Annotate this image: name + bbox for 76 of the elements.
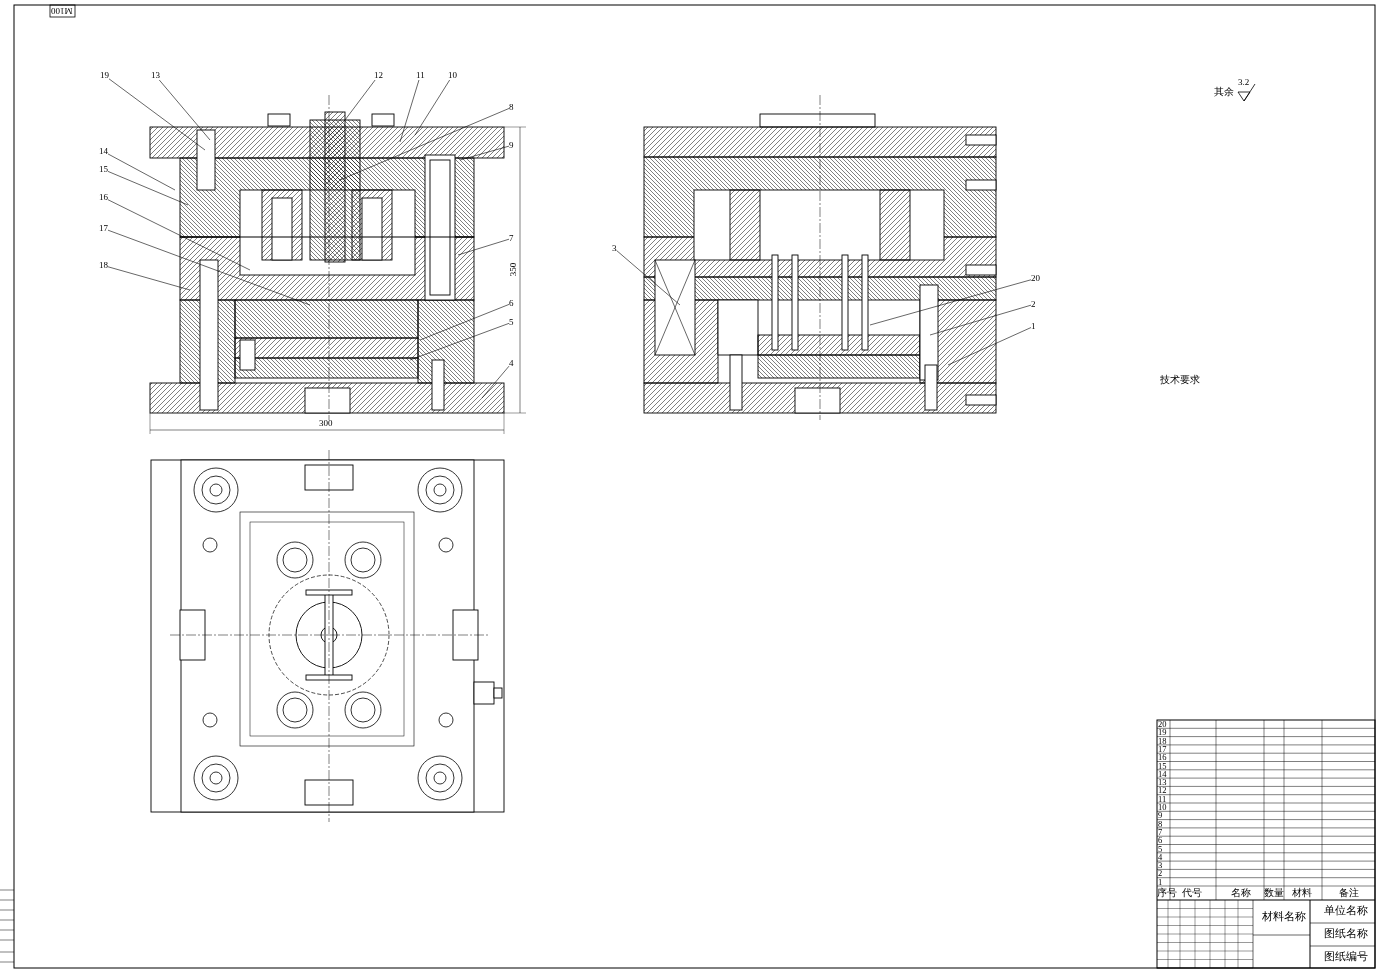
leader-line [399,79,420,143]
table-cell: 8 [1158,819,1163,829]
table-cell: 12 [1158,786,1167,795]
callout-number: 8 [509,103,514,112]
callout-number: 1 [1031,322,1036,331]
table-cell: 11 [1158,794,1167,804]
leader-line [159,79,211,141]
table-header: 代号 [1182,888,1202,898]
table-cell: 16 [1158,753,1167,762]
leader-line [457,238,510,256]
leader-line [869,279,1032,326]
table-cell: 6 [1158,836,1163,845]
table-cell: 17 [1158,744,1167,754]
drawing-number: M100 [51,6,73,15]
callout-number: 20 [1031,274,1040,283]
table-header: 备注 [1339,888,1359,898]
title-block-text: 材料名称 [1262,911,1306,922]
leader-line [481,365,510,399]
leader-line [107,153,176,191]
table-cell: 14 [1158,769,1167,779]
callout-number: 18 [99,261,108,270]
table-header: 数量 [1264,888,1284,898]
table-cell: 19 [1158,728,1167,737]
callout-number: 4 [509,359,514,368]
callout-number: 3 [612,244,617,253]
callout-number: 14 [99,147,108,156]
leader-line [929,304,1032,336]
callout-number: 11 [416,71,425,80]
leader-line [107,171,189,206]
callout-number: 15 [99,165,108,174]
table-cell: 3 [1158,861,1163,870]
callout-number: 13 [151,71,160,80]
leader-line [459,145,510,161]
table-header: 材料 [1292,888,1312,898]
leader-line [419,304,510,341]
dimension-value: 350 [509,262,519,277]
title-block-text: 单位名称 [1324,905,1368,916]
roughness-value: 3.2 [1238,78,1250,87]
leader-line [409,323,510,361]
table-cell: 9 [1158,811,1163,820]
table-cell: 13 [1158,778,1167,787]
leader-line [107,266,191,291]
table-cell: 15 [1158,761,1167,770]
callout-number: 7 [509,234,514,243]
leader-line [107,229,311,306]
leader-line [947,327,1032,366]
callout-number: 2 [1031,300,1036,309]
table-cell: 5 [1158,844,1163,853]
dimension-value: 300 [319,419,333,428]
callout-number: 16 [99,193,108,202]
callout-number: 9 [509,141,514,150]
leader-line [108,78,206,151]
table-cell: 18 [1158,736,1167,746]
callout-number: 12 [374,71,383,80]
leader-line [107,199,251,271]
table-cell: 10 [1158,803,1167,812]
table-cell: 20 [1158,720,1167,729]
table-cell: 1 [1158,877,1163,887]
roughness-note: 其余 [1214,87,1234,97]
leader-line [344,79,376,121]
table-cell: 7 [1158,827,1163,837]
callout-number: 10 [448,71,457,80]
title-block-text: 图纸编号 [1324,951,1368,962]
leader-line [616,250,681,306]
callout-number: 5 [509,318,514,327]
callout-number: 17 [99,224,108,233]
table-header: 名称 [1231,888,1251,898]
leader-line [414,79,450,136]
title-block-text: 图纸名称 [1324,928,1368,939]
callout-number: 19 [100,71,109,80]
section-heading: 技术要求 [1160,375,1200,385]
callout-number: 6 [509,299,514,308]
table-header: 序号 [1157,888,1177,898]
table-cell: 4 [1158,852,1163,862]
leader-line [339,108,510,181]
table-cell: 2 [1158,869,1163,878]
